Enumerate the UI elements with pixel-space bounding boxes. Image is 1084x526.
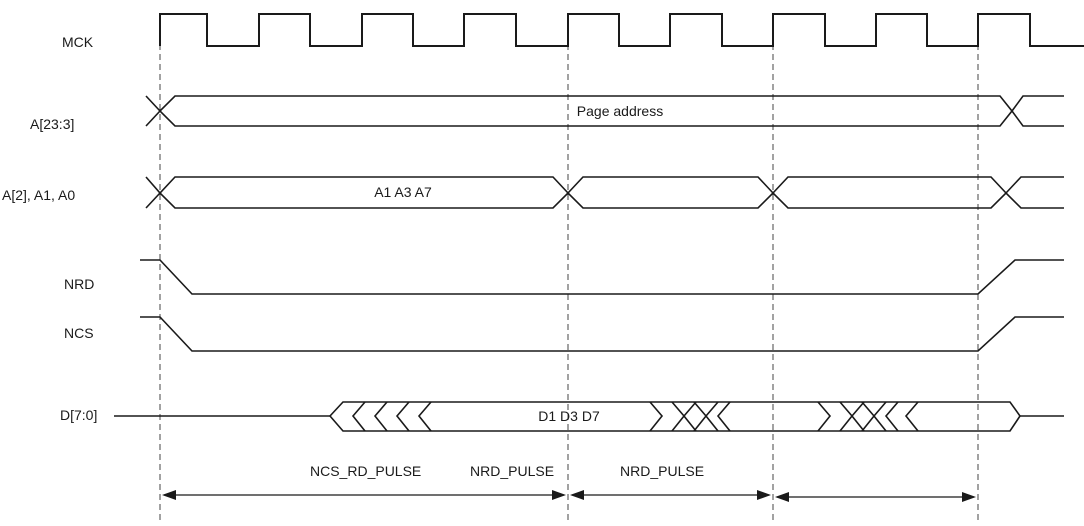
data-transition-12 [839,401,854,432]
timing-arrow-2-right-head [757,490,771,500]
signal-label-addr-high: A[23:3] [30,116,74,132]
data-transition-8 [693,401,708,432]
data-transition-6 [671,401,686,432]
data-transition-2 [373,401,388,432]
timing-arrow-1-left-head [162,490,176,500]
nrd-pulse-label-2: NRD_PULSE [620,463,704,479]
signal-label-addr-low: A[2], A1, A0 [2,187,75,203]
data-transition-13 [850,401,865,432]
data-transition-15 [872,401,887,432]
data-transition-11 [817,401,832,432]
data-transition-7 [682,401,697,432]
data-value-label: D1 D3 D7 [538,408,600,424]
data-transition-4 [417,401,432,432]
addr-low-value-label: A1 A3 A7 [374,184,432,200]
addr-low-bus-top [145,176,1064,195]
nrd-pulse-label-1: NRD_PULSE [470,463,554,479]
signal-label-data: D[7:0] [60,407,97,423]
data-bus-envelope [329,401,1021,432]
mck-waveform-full [159,13,1084,47]
ncs-rd-pulse-label: NCS_RD_PULSE [310,463,421,479]
data-transition-16 [884,401,899,432]
data-transition-3 [395,401,410,432]
data-transition-10 [716,401,731,432]
data-transition-5 [649,401,664,432]
page-address-label: Page address [577,103,663,119]
signal-label-ncs: NCS [64,325,94,341]
timing-arrow-3-right-head [962,492,976,502]
ncs-waveform [140,316,1064,352]
signal-label-mck: MCK [62,34,94,50]
data-transition-14 [861,401,876,432]
data-transition-9 [704,401,719,432]
addr-high-bus-bottom [145,109,1064,127]
timing-arrow-2-left-head [570,490,584,500]
data-transition-1 [351,401,366,432]
timing-arrow-3-left-head [775,492,789,502]
timing-arrow-1-right-head [552,490,566,500]
addr-low-bus-bottom [145,191,1064,209]
signal-label-nrd: NRD [64,276,94,292]
nrd-waveform [140,259,1064,295]
data-transition-17 [904,401,919,432]
